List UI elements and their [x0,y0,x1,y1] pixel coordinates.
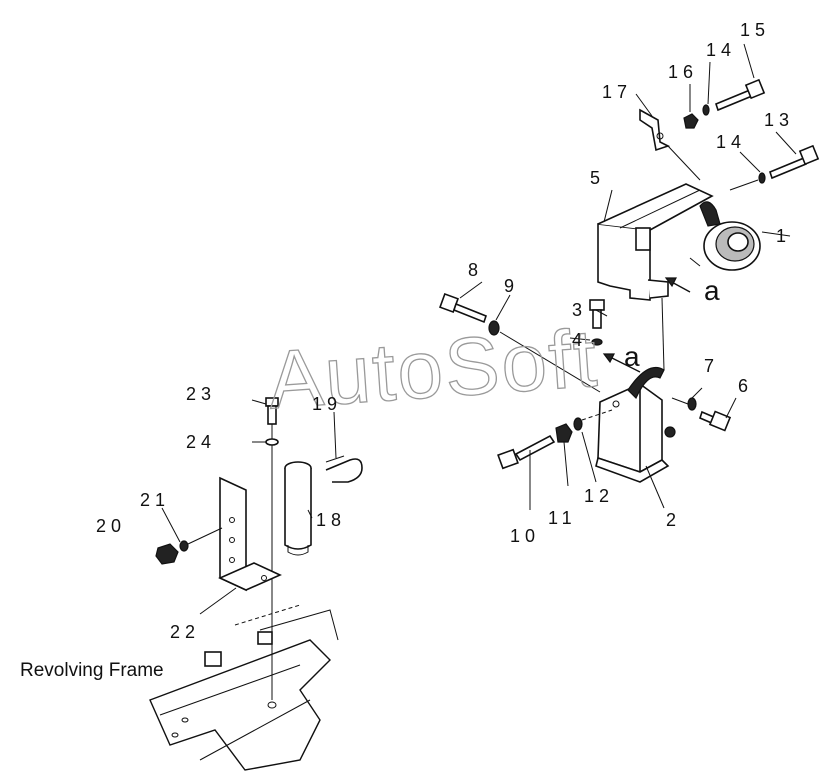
callout-2: 2 [666,510,681,530]
bolt-10 [497,434,556,470]
washer-4 [591,338,603,346]
callout-11: 11 [548,508,577,528]
callout-5: 5 [590,168,605,188]
callout-21: 21 [140,490,170,510]
bracket-22 [218,476,282,592]
callout-17: 17 [602,82,632,102]
nut-11 [555,423,573,443]
bolt-8 [439,293,487,324]
bracket-17 [639,108,671,152]
revolving-frame-caption: Revolving Frame [20,660,164,681]
callout-7: 7 [704,356,719,376]
frame-nut [204,651,222,667]
washer-14-lower [758,172,766,184]
nut-16 [683,113,699,129]
bolt-13 [769,144,820,180]
view-mark-upper: a [704,275,720,306]
callouts: 1 2 3 4 5 6 7 8 9 10 11 12 13 14 14 15 1… [96,20,794,642]
washer-9 [488,320,500,336]
u-bolt-19 [325,458,363,483]
callout-15: 15 [740,20,770,40]
callout-20: 20 [96,516,126,536]
callout-16: 16 [668,62,698,82]
callout-12: 12 [584,486,614,506]
callout-10: 10 [510,526,540,546]
view-mark-lower: a [624,341,640,372]
horn-1 [699,201,761,271]
callout-6: 6 [738,376,753,396]
canister-18 [284,461,312,556]
washer-7 [687,397,697,411]
washer-14-upper [702,104,710,116]
callout-9: 9 [504,276,519,296]
callout-13: 13 [764,110,794,130]
nut-20 [155,543,179,565]
callout-22: 22 [170,622,200,642]
callout-3: 3 [572,300,587,320]
washer-12 [573,417,583,431]
washer-24 [265,438,279,446]
washer-21 [179,540,189,552]
leader-lines [161,43,797,615]
bolt-15 [715,78,766,112]
bracket-5 [597,183,714,301]
callout-23: 23 [186,384,216,404]
callout-4: 4 [572,330,587,350]
mount-bracket-2 [595,366,676,483]
callout-14-upper: 14 [706,40,736,60]
callout-14-lower: 14 [716,132,746,152]
callout-19: 19 [312,394,342,414]
frame-boss [257,631,273,645]
callout-8: 8 [468,260,483,280]
callout-24: 24 [186,432,216,452]
bolt-23 [265,397,279,425]
callout-1: 1 [776,226,791,246]
revolving-frame [149,604,339,771]
bolt-6 [699,410,732,432]
callout-18: 18 [316,510,346,530]
